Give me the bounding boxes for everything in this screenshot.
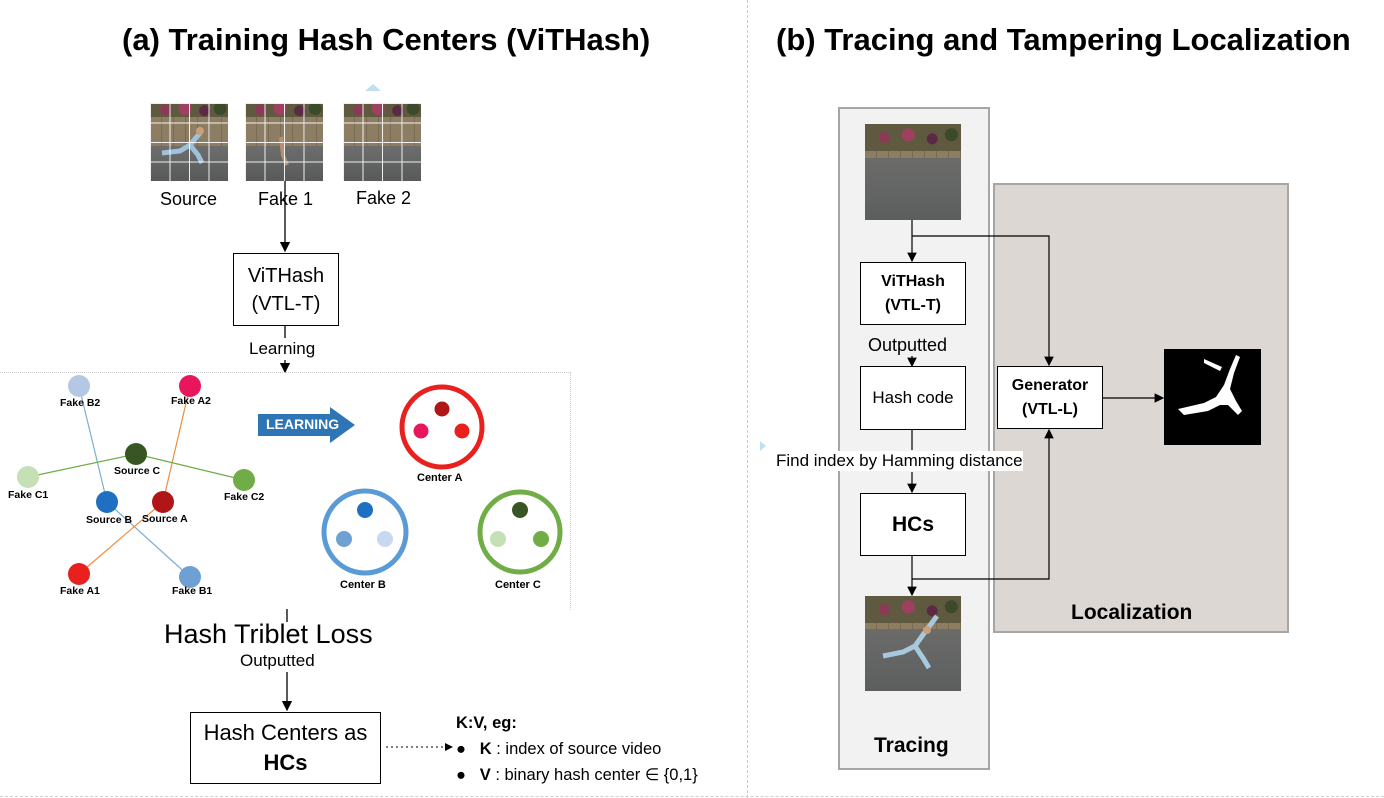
cluster-illustration: Fake B2 Fake A2 Source C Fake C1 Fake C2…	[0, 372, 571, 610]
kv-heading: K:V, eg:	[456, 710, 698, 736]
node-label-fake-c2: Fake C2	[224, 491, 265, 503]
node-label-fake-a2: Fake A2	[171, 395, 211, 407]
hash-code-box: Hash code	[860, 366, 966, 430]
panel-a-title: (a) Training Hash Centers (ViTHash)	[122, 22, 651, 57]
vithash-box-a-line2: (VTL-T)	[251, 292, 321, 315]
outputted-label-a: Outputted	[240, 651, 315, 671]
cluster-graph	[17, 375, 563, 588]
traced-source-frame	[865, 596, 961, 691]
bullet-icon: ●	[456, 740, 480, 758]
localization-label: Localization	[1071, 601, 1193, 624]
generator-line1: Generator	[1011, 376, 1089, 394]
vithash-box-b-line2: (VTL-T)	[885, 296, 941, 314]
center-a-label: Center A	[417, 472, 463, 484]
hash-centers-line2: HCs	[263, 750, 308, 775]
node-label-source-a: Source A	[142, 513, 188, 525]
center-c-label: Center C	[495, 579, 541, 591]
hash-centers-line1: Hash Centers as	[203, 720, 368, 745]
localization-mask	[1164, 349, 1261, 445]
kv-heading-text: K:V, eg:	[456, 714, 517, 732]
mask-silhouette	[1178, 355, 1242, 415]
fake-2-caption: Fake 2	[356, 188, 412, 208]
node-label-fake-c1: Fake C1	[8, 489, 49, 501]
kv-note: K:V, eg: ● K : index of source video ● V…	[456, 710, 698, 788]
kv-k-key: K	[479, 740, 492, 758]
node-label-fake-b1: Fake B1	[172, 585, 213, 597]
fake-1-thumbnail	[245, 103, 323, 181]
learning-label: Learning	[249, 339, 316, 358]
source-thumbnail	[150, 103, 228, 181]
marker-triangle-side	[760, 441, 766, 451]
hcs-text: HCs	[891, 512, 934, 536]
center-b-label: Center B	[340, 579, 386, 591]
input-frame	[865, 124, 961, 220]
panel-b-arrows	[907, 220, 1165, 597]
node-label-source-c: Source C	[114, 465, 161, 477]
kv-v-key: V	[479, 766, 491, 784]
panel-a-arrows	[279, 181, 453, 751]
kv-item-v: ● V : binary hash center ∈ {0,1}	[456, 762, 698, 788]
node-label-fake-b2: Fake B2	[60, 397, 101, 409]
node-label-source-b: Source B	[86, 514, 133, 526]
kv-k-text: : index of source video	[496, 740, 662, 758]
hash-code-text: Hash code	[872, 388, 954, 407]
kv-item-k: ● K : index of source video	[456, 736, 698, 762]
vithash-box-a-line1: ViTHash	[247, 264, 325, 287]
bullet-icon: ●	[456, 766, 480, 784]
loss-label: Hash Triblet Loss	[164, 619, 373, 649]
vithash-box-b-line1: ViTHash	[881, 272, 945, 290]
marker-triangle-top	[365, 84, 381, 91]
bottom-divider	[0, 796, 1384, 797]
fake-2-thumbnail	[343, 103, 421, 181]
outputted-label-b: Outputted	[868, 335, 948, 355]
hcs-box: HCs	[860, 493, 966, 556]
generator-line2: (VTL-L)	[1022, 400, 1078, 418]
source-caption: Source	[160, 189, 218, 209]
node-label-fake-a1: Fake A1	[60, 585, 100, 597]
vithash-box-b: ViTHash (VTL-T)	[860, 262, 966, 325]
kv-v-text: : binary hash center ∈ {0,1}	[495, 766, 698, 784]
vithash-box-a: ViTHash (VTL-T)	[233, 253, 339, 326]
tracing-label: Tracing	[874, 734, 949, 757]
hash-centers-box: Hash Centers as HCs	[190, 712, 381, 784]
find-index-label: Find index by Hamming distance	[776, 451, 1023, 471]
panel-divider	[747, 0, 748, 798]
panel-b-title: (b) Tracing and Tampering Localization	[776, 22, 1351, 57]
generator-box: Generator (VTL-L)	[997, 366, 1103, 429]
learning-arrow-label: LEARNING	[266, 416, 340, 432]
